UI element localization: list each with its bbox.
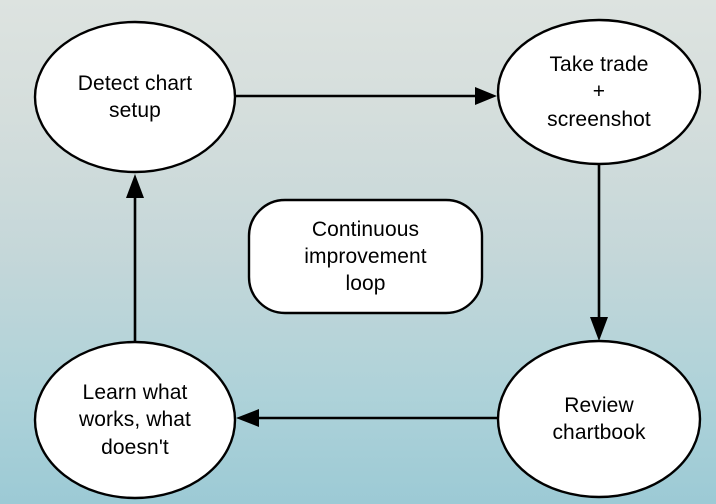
edge-learn-to-detect bbox=[126, 174, 144, 343]
node-continuous-improvement-loop[interactable] bbox=[247, 198, 484, 315]
node-review-chartbook[interactable] bbox=[496, 339, 702, 499]
arrowhead-up-learn-to-detect bbox=[126, 174, 144, 198]
arrowhead-down-take-trade-to-review bbox=[590, 317, 608, 341]
arrowhead-left-review-to-learn bbox=[236, 409, 259, 427]
node-take-trade-screenshot[interactable] bbox=[496, 18, 702, 166]
edge-detect-to-take-trade bbox=[236, 87, 497, 105]
edge-take-trade-to-review bbox=[590, 163, 608, 341]
arrowhead-right-detect-to-take-trade bbox=[475, 87, 497, 105]
node-learn-what-works[interactable] bbox=[33, 340, 237, 500]
node-detect-chart-setup[interactable] bbox=[33, 20, 237, 174]
edge-review-to-learn bbox=[236, 409, 499, 427]
